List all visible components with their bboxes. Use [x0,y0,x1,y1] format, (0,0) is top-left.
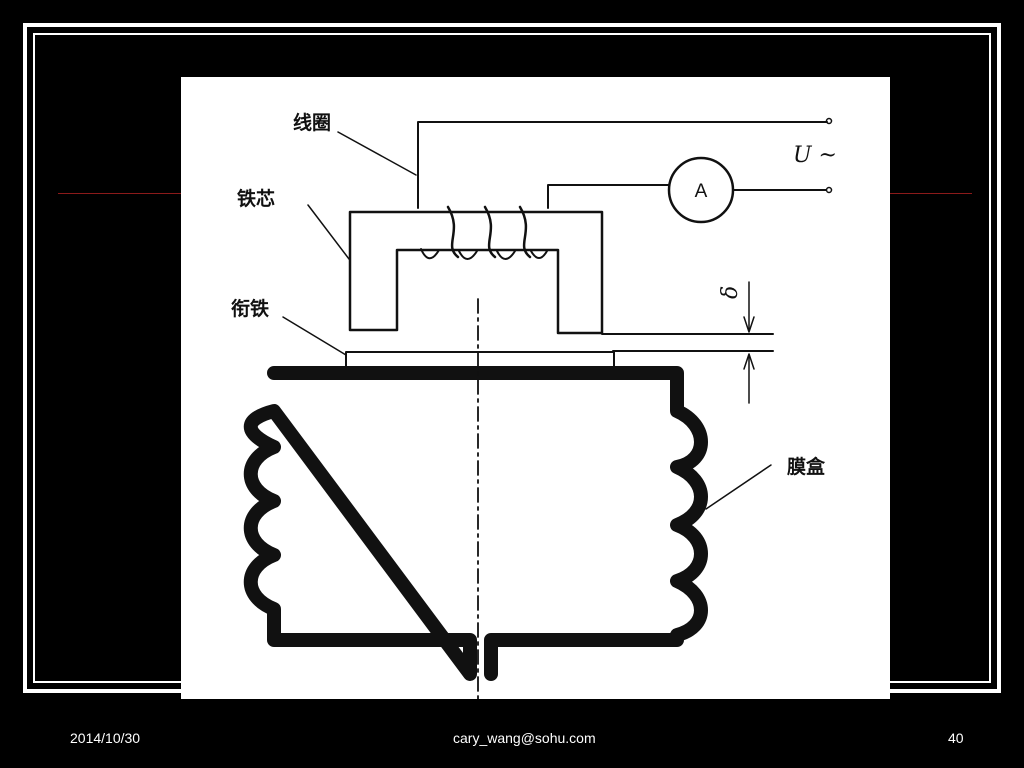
terminal-top [825,117,833,125]
coil-wire-top [417,121,828,209]
label-ammeter: A [695,181,708,202]
terminal-bottom [825,186,833,194]
gap-arrow-upper [743,316,755,333]
coil-loops-under [420,248,548,260]
footer-email: cary_wang@sohu.com [453,730,596,746]
leader-armature [282,316,347,356]
label-gap: δ [718,286,743,299]
label-coil: 线圈 [293,111,331,134]
leader-capsule [705,464,772,510]
footer-page-number: 40 [948,730,964,746]
coil-wire-right [547,184,670,209]
label-core: 铁芯 [237,187,275,210]
armature-plate [345,351,615,368]
title-rule-left [58,193,182,194]
label-voltage: U ~ [793,143,837,168]
footer-date: 2014/10/30 [70,730,141,746]
diagram-svg: 线圈 铁芯 衔铁 膜盒 U ~ A δ [231,111,837,699]
inductive-sensor-diagram: 线圈 铁芯 衔铁 膜盒 U ~ A δ [181,77,890,699]
gap-arrow-lower [743,353,755,370]
iron-core [348,210,604,335]
coil-windings [446,205,532,259]
label-armature: 衔铁 [231,297,269,320]
label-capsule: 膜盒 [786,455,826,478]
capsule-bellows [243,366,708,681]
leader-coil [337,131,417,176]
title-rule-right [890,193,972,194]
leader-core [307,204,350,260]
